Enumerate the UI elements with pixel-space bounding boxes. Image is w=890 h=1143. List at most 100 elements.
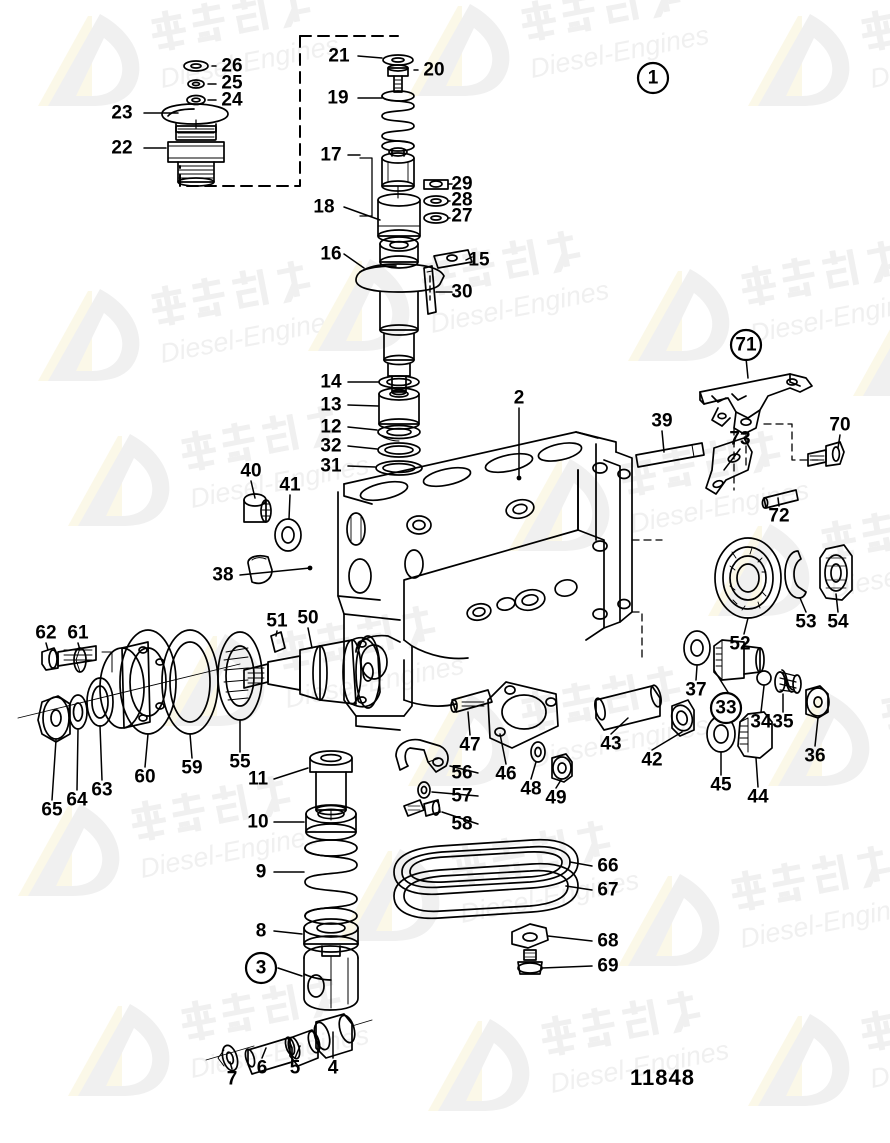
callout-1[interactable]: 1 [633,58,673,98]
callout-15[interactable]: 15 [468,249,490,271]
callout-72[interactable]: 72 [768,505,790,527]
part-63-seal [86,677,114,727]
callout-37[interactable]: 37 [685,679,707,701]
callout-67[interactable]: 67 [597,879,619,901]
callout-61[interactable]: 61 [67,622,89,644]
part-52-bearing [714,537,782,619]
part-54-nut [819,544,853,601]
callout-3[interactable]: 3 [241,948,281,988]
part-39-pin [635,442,705,468]
callout-66[interactable]: 66 [597,855,619,877]
callout-65[interactable]: 65 [41,799,63,821]
callout-9[interactable]: 9 [255,861,267,883]
callout-number: 33 [715,698,736,719]
callout-16[interactable]: 16 [320,243,342,265]
part-40-plug [243,493,272,523]
callout-42[interactable]: 42 [641,749,663,771]
part-41-washer [274,518,302,552]
callout-54[interactable]: 54 [827,611,849,633]
part-24-washer [186,94,206,106]
callout-69[interactable]: 69 [597,955,619,977]
callout-18[interactable]: 18 [313,196,335,218]
callout-71[interactable]: 71 [726,325,766,365]
part-16-injector-body [355,263,445,396]
part-68-clip [511,923,549,949]
callout-5[interactable]: 5 [289,1057,301,1079]
callout-4[interactable]: 4 [327,1057,339,1079]
callout-30[interactable]: 30 [451,281,473,303]
callout-52[interactable]: 52 [729,633,751,655]
callout-34[interactable]: 34 [750,711,772,733]
callout-43[interactable]: 43 [600,733,622,755]
callout-20[interactable]: 20 [423,59,445,81]
callout-27[interactable]: 27 [451,205,473,227]
callout-10[interactable]: 10 [247,811,269,833]
drawing-number: 11848 [630,1065,695,1090]
part-21-washer [382,54,414,66]
callout-29[interactable]: 29 [451,173,473,195]
callout-14[interactable]: 14 [320,371,342,393]
part-3-tappet-body [303,945,359,1011]
callout-7[interactable]: 7 [226,1068,238,1090]
part-56-clamp [395,738,449,773]
callout-49[interactable]: 49 [545,787,567,809]
part-36-plug [805,685,830,719]
callout-47[interactable]: 47 [459,734,481,756]
part-64-washer [68,694,88,730]
callout-31[interactable]: 31 [320,455,342,477]
callout-57[interactable]: 57 [451,785,473,807]
callout-number: 71 [735,335,757,356]
part-10-spring-seat [305,804,357,841]
callout-44[interactable]: 44 [747,786,769,808]
part-55-roller-bearing [217,631,263,721]
callout-60[interactable]: 60 [134,766,156,788]
callout-6[interactable]: 6 [256,1057,268,1079]
callout-21[interactable]: 21 [328,45,350,67]
callout-32[interactable]: 32 [320,435,342,457]
callout-12[interactable]: 12 [320,416,342,438]
part-46-flange [487,681,559,749]
callout-13[interactable]: 13 [320,394,342,416]
callout-55[interactable]: 55 [229,751,251,773]
part-71-control-lever [699,373,813,435]
callout-59[interactable]: 59 [181,757,203,779]
callout-28[interactable]: 28 [451,189,473,211]
part-8-lower-seat [303,918,359,953]
part-65-nut [37,695,71,743]
callout-11[interactable]: 11 [247,768,269,790]
callout-41[interactable]: 41 [279,474,301,496]
callout-23[interactable]: 23 [111,102,133,124]
callout-19[interactable]: 19 [327,87,349,109]
callout-17[interactable]: 17 [320,144,342,166]
callout-2[interactable]: 2 [513,387,525,409]
callout-35[interactable]: 35 [772,711,794,733]
callout-38[interactable]: 38 [212,564,234,586]
part-27-washer [423,212,449,224]
callout-46[interactable]: 46 [495,763,517,785]
callout-39[interactable]: 39 [651,410,673,432]
callout-56[interactable]: 56 [451,762,473,784]
callout-50[interactable]: 50 [297,607,319,629]
part-69-screw [517,949,543,975]
callout-33[interactable]: 33 [706,688,746,728]
callout-36[interactable]: 36 [804,745,826,767]
callout-51[interactable]: 51 [266,610,288,632]
callout-22[interactable]: 22 [111,137,133,159]
callout-63[interactable]: 63 [91,779,113,801]
drive-end-axis [17,663,241,719]
part-62-bolt [41,645,97,671]
callout-53[interactable]: 53 [795,611,817,633]
callout-62[interactable]: 62 [35,622,57,644]
callout-40[interactable]: 40 [240,460,262,482]
callout-26[interactable]: 26 [221,55,243,77]
callout-8[interactable]: 8 [255,920,267,942]
callout-48[interactable]: 48 [520,778,542,800]
callout-number: 1 [648,68,659,89]
callout-68[interactable]: 68 [597,930,619,952]
callout-70[interactable]: 70 [829,414,851,436]
callout-64[interactable]: 64 [66,789,88,811]
callout-73[interactable]: 73 [729,428,751,450]
callout-58[interactable]: 58 [451,813,473,835]
callout-45[interactable]: 45 [710,774,732,796]
